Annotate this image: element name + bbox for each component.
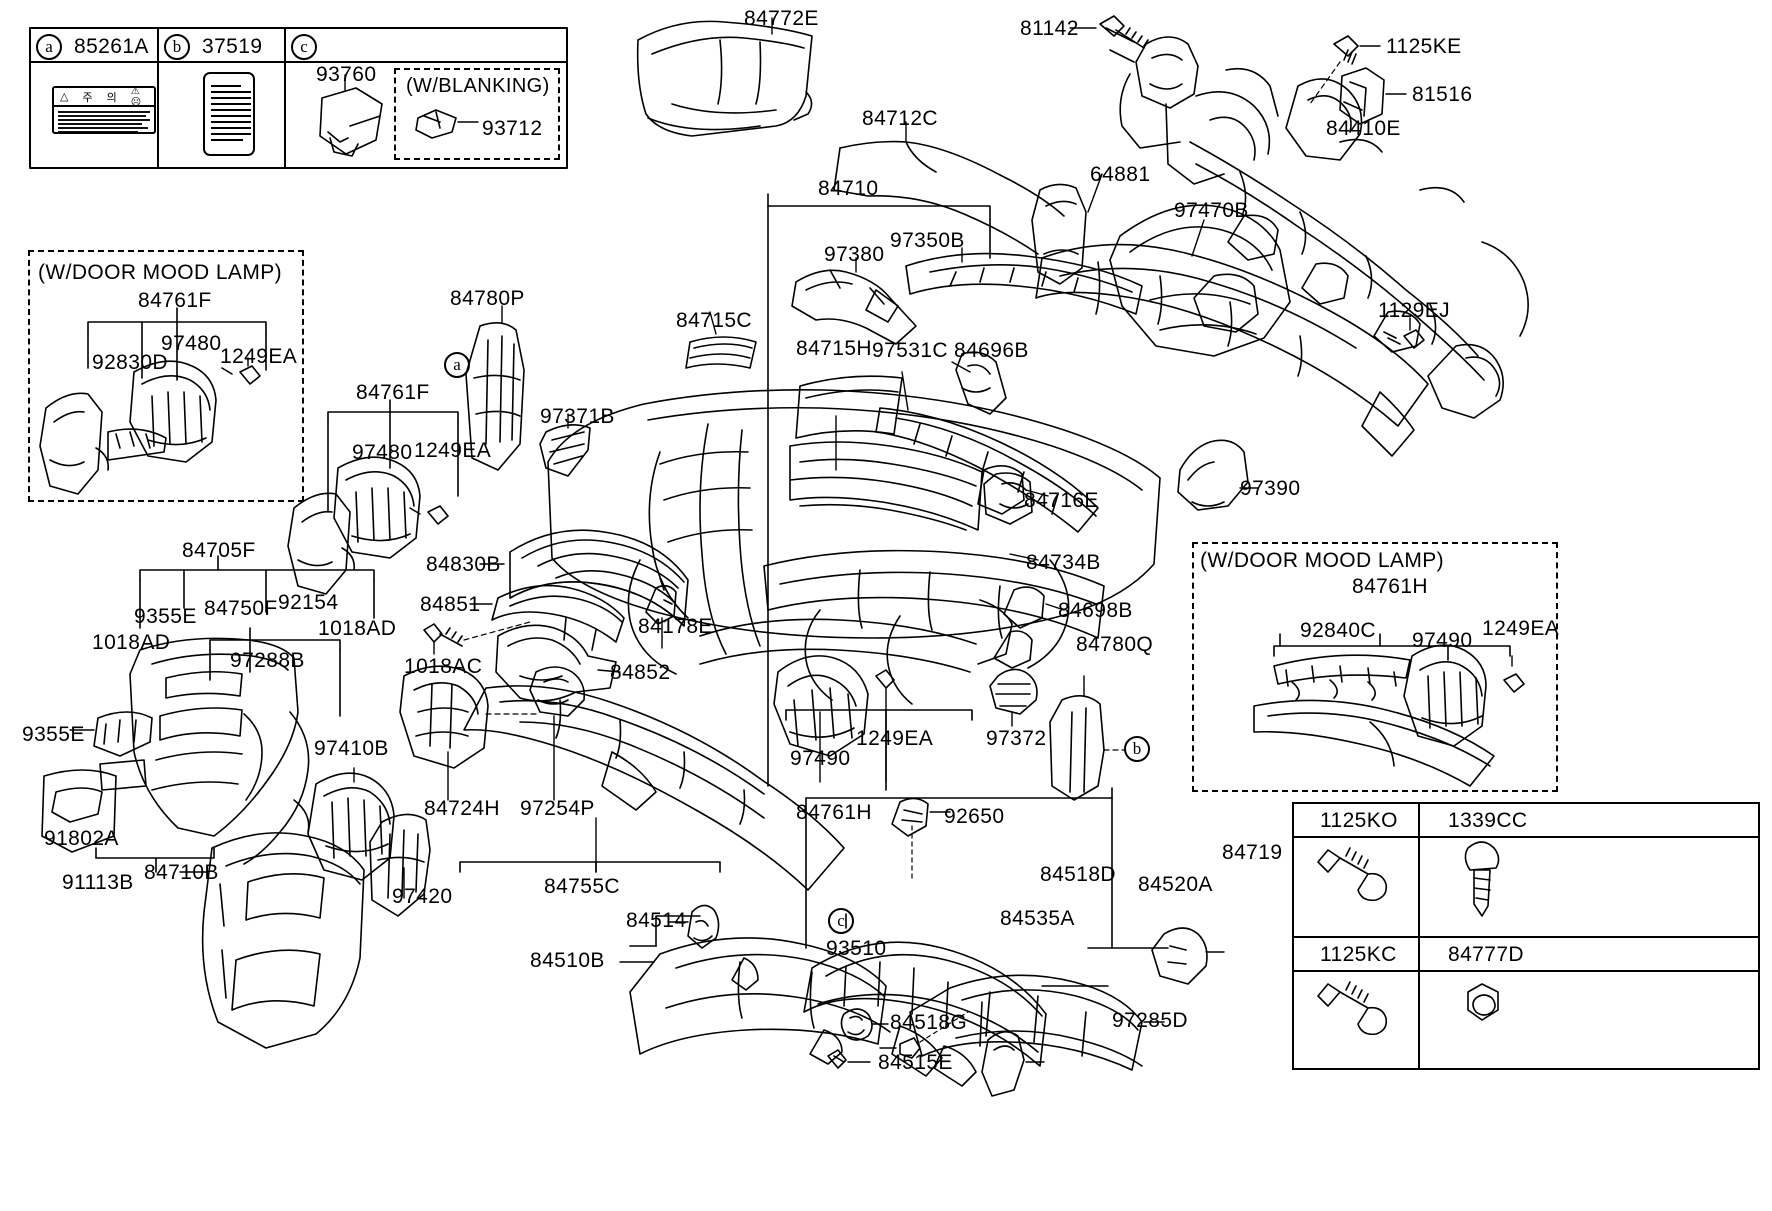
callout-84518G: 84518G xyxy=(890,1011,968,1034)
callout-1125KE: 1125KE xyxy=(1386,35,1462,58)
callout-81516: 81516 xyxy=(1412,83,1473,106)
blanking-group-box xyxy=(394,68,560,160)
callout-92154: 92154 xyxy=(278,591,339,614)
callout-84515E: 84515E xyxy=(878,1051,953,1074)
callout-97420: 97420 xyxy=(392,885,453,908)
callout-97470B: 97470B xyxy=(1174,199,1249,222)
callout-93510: 93510 xyxy=(826,937,887,960)
callout-91113B: 91113B xyxy=(62,871,134,894)
door-mood-lamp-box-left xyxy=(28,250,304,502)
callout-84715H: 84715H xyxy=(796,337,872,360)
callout-97350B: 97350B xyxy=(890,229,965,252)
warning-label-graphic: △ 주 의 ⚠☹ xyxy=(52,86,156,134)
callout-92830D: 92830D xyxy=(92,351,168,374)
manual-document-graphic xyxy=(203,72,255,156)
fastener-1339CC: 1339CC xyxy=(1448,809,1528,832)
fastener-table-divider-3 xyxy=(1292,970,1760,972)
fastener-1125KC: 1125KC xyxy=(1320,943,1397,966)
callout-1249EA-right: 1249EA xyxy=(1482,617,1560,640)
callout-1129EJ: 1129EJ xyxy=(1378,299,1451,322)
callout-84520A: 84520A xyxy=(1138,873,1213,896)
callout-93712: 93712 xyxy=(482,117,543,140)
callout-84410E: 84410E xyxy=(1326,117,1401,140)
fastener-table-column-divider xyxy=(1418,802,1420,1070)
blanking-note: (W/BLANKING) xyxy=(406,75,550,97)
warning-pictogram: ⚠☹ xyxy=(130,86,141,108)
callout-84696B: 84696B xyxy=(954,339,1029,362)
callout-97490-mid: 97490 xyxy=(790,747,851,770)
callout-84750F: 84750F xyxy=(204,597,278,620)
callout-84719: 84719 xyxy=(1222,841,1283,864)
callout-84705F: 84705F xyxy=(182,539,256,562)
callout-97490-right: 97490 xyxy=(1412,629,1473,652)
mood-lamp-note-right: (W/DOOR MOOD LAMP) xyxy=(1200,549,1445,572)
callout-1249EA-top: 1249EA xyxy=(220,345,298,368)
fastener-table-divider-1 xyxy=(1292,836,1760,838)
callout-1018AD-right: 1018AD xyxy=(318,617,397,640)
callout-97371B: 97371B xyxy=(540,405,615,428)
callout-84514: 84514 xyxy=(626,909,687,932)
callout-84772E: 84772E xyxy=(744,7,819,30)
callout-97390: 97390 xyxy=(1240,477,1301,500)
callout-93760: 93760 xyxy=(316,63,377,86)
callout-84178E: 84178E xyxy=(638,615,713,638)
callout-64881: 64881 xyxy=(1090,163,1151,186)
callout-84830B: 84830B xyxy=(426,553,501,576)
callout-97380: 97380 xyxy=(824,243,885,266)
key-circle-b: b xyxy=(164,34,190,60)
callout-92650: 92650 xyxy=(944,805,1005,828)
key-circle-a: a xyxy=(36,34,62,60)
callout-84710: 84710 xyxy=(818,177,879,200)
key-part-85261A: 85261A xyxy=(74,35,149,58)
callout-84715C: 84715C xyxy=(676,309,752,332)
warning-triangle-icon: △ xyxy=(60,91,69,103)
callout-9355E-top: 9355E xyxy=(134,605,197,628)
callout-84780Q: 84780Q xyxy=(1076,633,1154,656)
fastener-84777D: 84777D xyxy=(1448,943,1524,966)
ref-circle-b: b xyxy=(1124,736,1150,762)
callout-97254P: 97254P xyxy=(520,797,595,820)
callout-97480-mid: 97480 xyxy=(352,441,413,464)
ref-circle-c: c xyxy=(828,908,854,934)
ref-circle-a: a xyxy=(444,352,470,378)
callout-9355E-bottom: 9355E xyxy=(22,723,85,746)
callout-84780P: 84780P xyxy=(450,287,525,310)
callout-97410B: 97410B xyxy=(314,737,389,760)
callout-91802A: 91802A xyxy=(44,827,119,850)
callout-84535A: 84535A xyxy=(1000,907,1075,930)
callout-84734B: 84734B xyxy=(1026,551,1101,574)
callout-84761F-top: 84761F xyxy=(138,289,212,312)
callout-1018AD-left: 1018AD xyxy=(92,631,171,654)
key-circle-c: c xyxy=(291,34,317,60)
callout-92840C: 92840C xyxy=(1300,619,1376,642)
callout-97531C: 97531C xyxy=(872,339,948,362)
callout-84761F-mid: 84761F xyxy=(356,381,430,404)
callout-97288B: 97288B xyxy=(230,649,305,672)
callout-84852: 84852 xyxy=(610,661,671,684)
callout-84712C: 84712C xyxy=(862,107,938,130)
callout-84724H: 84724H xyxy=(424,797,500,820)
callout-84698B: 84698B xyxy=(1058,599,1133,622)
callout-1249EA-mid: 1249EA xyxy=(414,439,492,462)
callout-84851: 84851 xyxy=(420,593,481,616)
callout-1249EA-mid2: 1249EA xyxy=(856,727,934,750)
callout-97480-top: 97480 xyxy=(161,332,222,355)
door-mood-lamp-box-right xyxy=(1192,542,1558,792)
callout-97285D: 97285D xyxy=(1112,1009,1188,1032)
callout-84518D: 84518D xyxy=(1040,863,1116,886)
callout-84716E: 84716E xyxy=(1024,489,1099,512)
callout-1018AC: 1018AC xyxy=(404,655,483,678)
callout-97372: 97372 xyxy=(986,727,1047,750)
callout-84710B: 84710B xyxy=(144,861,219,884)
fastener-table-divider-2 xyxy=(1292,936,1760,938)
callout-84510B: 84510B xyxy=(530,949,605,972)
callout-84755C: 84755C xyxy=(544,875,620,898)
key-part-37519: 37519 xyxy=(202,35,263,58)
callout-84761H-right: 84761H xyxy=(1352,575,1428,598)
mood-lamp-note-left: (W/DOOR MOOD LAMP) xyxy=(38,261,283,284)
callout-81142: 81142 xyxy=(1020,17,1079,40)
callout-84761H-mid: 84761H xyxy=(796,801,872,824)
fastener-1125KO: 1125KO xyxy=(1320,809,1398,832)
